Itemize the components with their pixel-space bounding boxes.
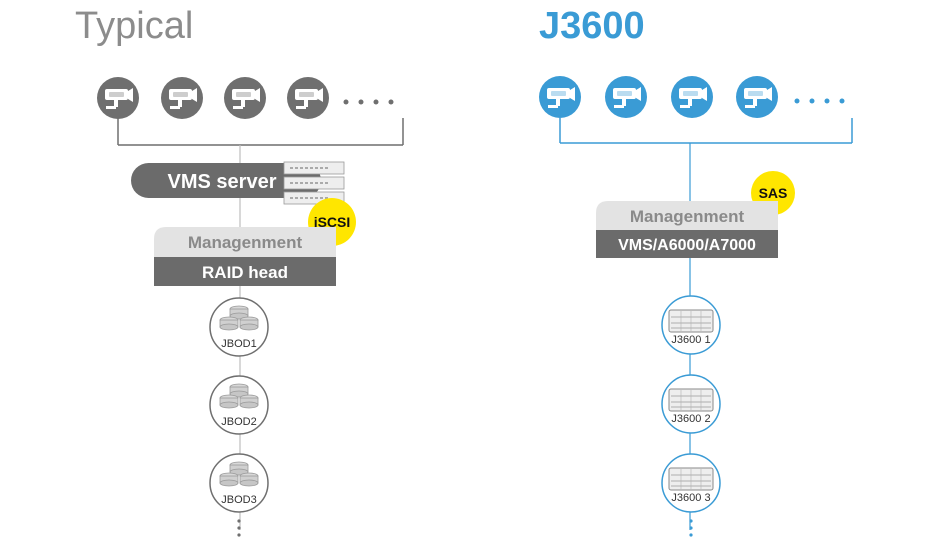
right-title: J3600 — [539, 5, 645, 47]
right-camera-3 — [671, 76, 713, 118]
right-camera-ellipsis — [794, 98, 845, 104]
storage-enclosure-icon — [668, 388, 714, 412]
j3600-node-2-label: J3600 2 — [671, 413, 710, 425]
jbod-node-1-label: JBOD1 — [221, 338, 256, 350]
right-camera-1 — [539, 76, 581, 118]
right-camera-4 — [736, 76, 778, 118]
iscsi-badge-label: iSCSI — [314, 214, 351, 230]
j3600-node-2: J3600 2 — [661, 374, 721, 434]
left-continuation-dots — [237, 519, 241, 537]
j3600-node-3: J3600 3 — [661, 453, 721, 513]
left-management-box: Managenment — [154, 227, 336, 257]
storage-enclosure-icon — [668, 309, 714, 333]
raid-head-box: RAID head — [154, 257, 336, 286]
right-camera-2 — [605, 76, 647, 118]
storage-enclosure-icon — [668, 467, 714, 491]
jbod-node-1: JBOD1 — [209, 297, 269, 357]
left-camera-4 — [287, 77, 329, 119]
left-camera-1 — [97, 77, 139, 119]
j3600-node-3-label: J3600 3 — [671, 492, 710, 504]
left-management-label: Managenment — [188, 233, 303, 252]
right-continuation-dots — [689, 519, 693, 537]
right-management-label: Managenment — [630, 207, 745, 226]
left-title: Typical — [75, 5, 193, 47]
j3600-node-1-label: J3600 1 — [671, 334, 710, 346]
jbod-node-3: JBOD3 — [209, 453, 269, 513]
left-camera-2 — [161, 77, 203, 119]
left-camera-3 — [224, 77, 266, 119]
rack-server-icon — [283, 161, 345, 205]
vms-a6000-a7000-label: VMS/A6000/A7000 — [618, 237, 756, 254]
jbod-node-3-label: JBOD3 — [221, 494, 256, 506]
vms-server-box: VMS server — [131, 163, 321, 198]
jbod-node-2: JBOD2 — [209, 375, 269, 435]
raid-head-label: RAID head — [202, 263, 288, 282]
jbod-node-2-label: JBOD2 — [221, 416, 256, 428]
j3600-node-1: J3600 1 — [661, 295, 721, 355]
vms-server-label: VMS server — [168, 171, 277, 193]
vms-a6000-a7000-box: VMS/A6000/A7000 — [596, 230, 778, 258]
left-camera-ellipsis — [343, 99, 394, 105]
right-management-box: Managenment — [596, 201, 778, 230]
sas-badge-label: SAS — [759, 185, 788, 201]
